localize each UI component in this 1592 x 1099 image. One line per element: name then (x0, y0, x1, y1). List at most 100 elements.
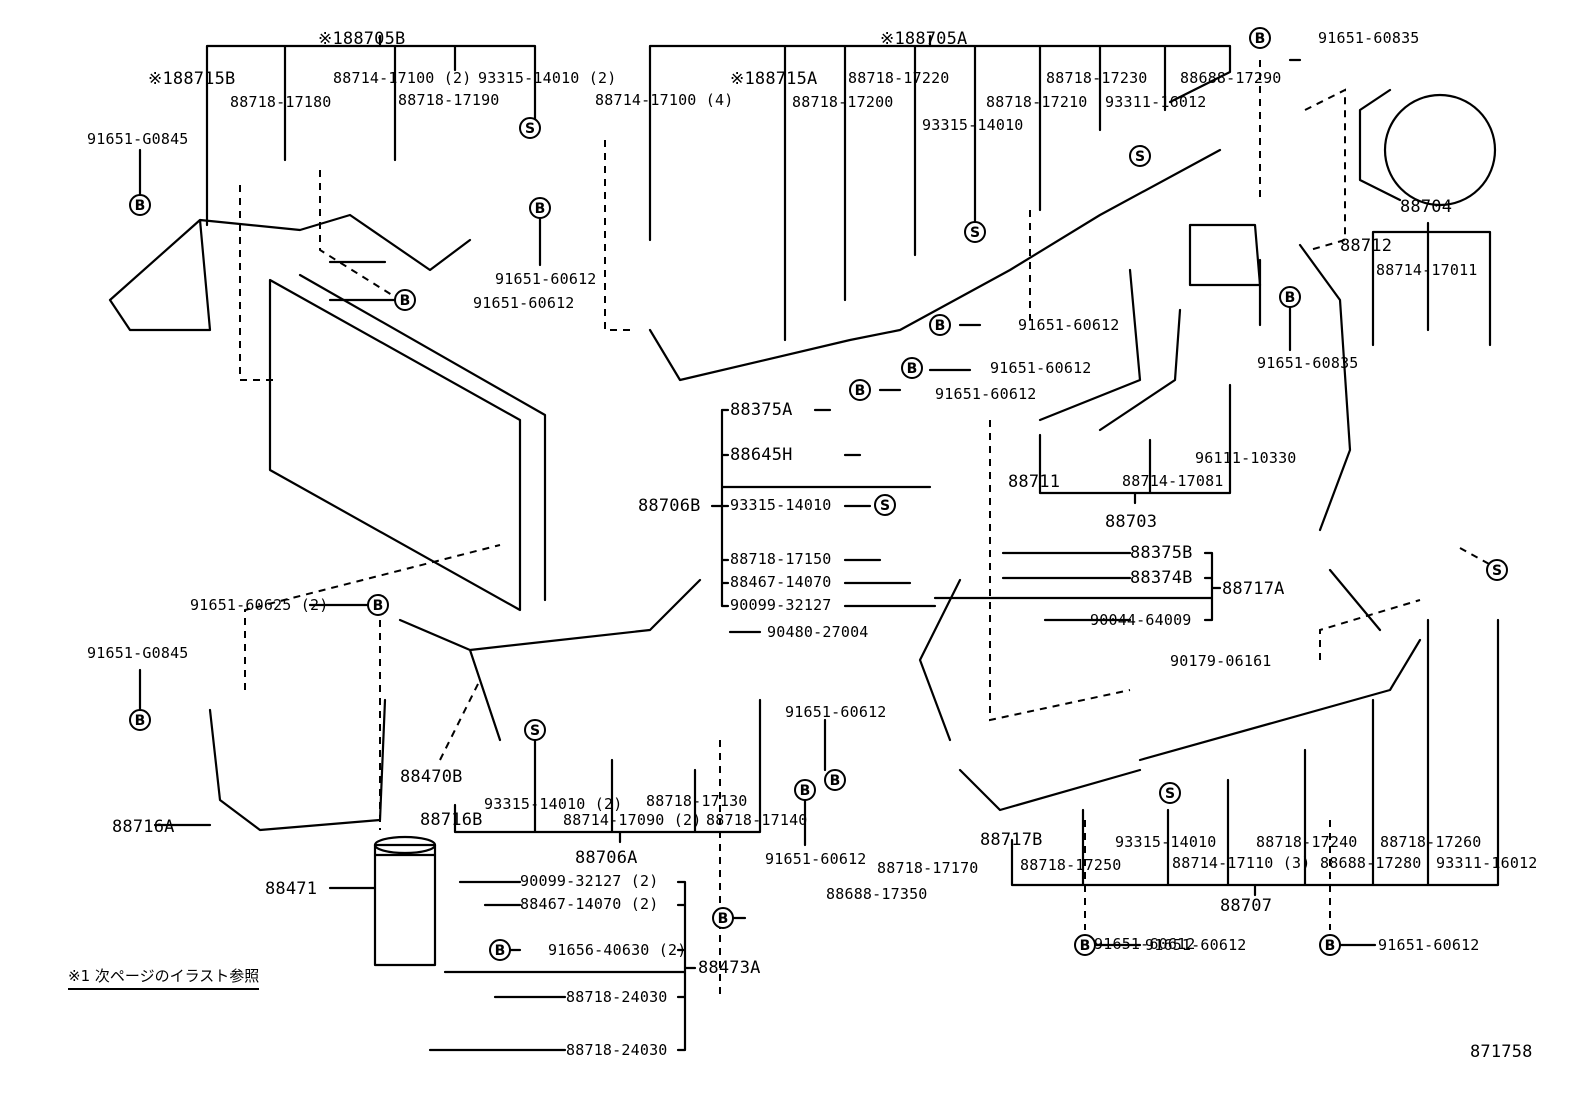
svg-text:S: S (530, 723, 540, 739)
hose-88714-17081 (1098, 308, 1182, 432)
bracket-188705B (205, 34, 537, 227)
bolt-callout (794, 779, 816, 801)
bracket-88717A (933, 551, 1222, 622)
reference-note: ※1 次ページのイラスト参照 (68, 965, 260, 990)
assembly-88706B: 88706B (638, 496, 701, 516)
part-label: 93315-14010 (2) (478, 69, 617, 87)
bolt-callout (129, 194, 151, 216)
assembly-88473A: 88473A (698, 958, 761, 978)
assembly-188705B: ※188705B (318, 29, 406, 49)
part-label: 88718-17250 (1020, 856, 1122, 874)
part-label: 88718-17130 (646, 792, 748, 810)
condenser (268, 273, 547, 612)
assembly-188715A: ※188715A (730, 69, 818, 89)
svg-text:B: B (373, 598, 384, 614)
svg-text:S: S (1165, 786, 1175, 802)
accumulator (1188, 223, 1262, 287)
part-label: 91651-60625 (2) (190, 596, 329, 614)
svg-text:B: B (855, 383, 866, 399)
part-label: 88714-17100 (4) (595, 91, 734, 109)
bolt-callout (929, 314, 951, 336)
bolt-callout (1249, 27, 1271, 49)
bracket-88703 (1038, 383, 1232, 505)
part-label: 91651-60612 (1378, 936, 1480, 954)
pipe-88717B (918, 578, 1142, 812)
bolt-callout (1319, 934, 1341, 956)
screw-callout (519, 117, 541, 139)
compressor-88704 (1383, 93, 1497, 207)
part-label: 93315-14010 (922, 116, 1024, 134)
part-label: 88467-14070 (2) (520, 895, 659, 913)
bolt-callout (849, 379, 871, 401)
part-88375B: 88375B (1130, 543, 1193, 563)
part-label: 91651-60612 (473, 294, 575, 312)
part-label: 88718-17190 (398, 91, 500, 109)
part-label: 91651-60612 (935, 385, 1037, 403)
part-label: 91651-60835 (1257, 354, 1359, 372)
part-88470B: 88470B (400, 767, 463, 787)
screw-callout (1129, 145, 1151, 167)
bolt-callout (1074, 934, 1096, 956)
svg-text:B: B (718, 911, 729, 927)
part-label: 88718-17240 (1256, 833, 1358, 851)
part-label: 93311-16012 (1105, 93, 1207, 111)
part-label: 91651-G0845 (87, 130, 189, 148)
screw-callout (1159, 782, 1181, 804)
svg-text:B: B (907, 361, 918, 377)
part-label: 90044-64009 (1090, 611, 1192, 629)
svg-text:B: B (535, 201, 546, 217)
assembly-88717A: 88717A (1222, 579, 1285, 599)
part-label: 91651-G0845 (87, 644, 189, 662)
part-label: 88718-17210 (986, 93, 1088, 111)
bolt-callout (712, 907, 734, 929)
hose-88711 (1038, 268, 1142, 422)
bolt-callout (367, 594, 389, 616)
part-88374B: 88374B (1130, 568, 1193, 588)
svg-text:B: B (135, 713, 146, 729)
part-label: 88718-24030 (566, 988, 668, 1006)
svg-text:B: B (1255, 31, 1266, 47)
part-label: 88467-14070 (730, 573, 832, 591)
part-label: 88688-17280 (1320, 854, 1422, 872)
svg-text:B: B (1325, 938, 1336, 954)
svg-text:S: S (970, 225, 980, 241)
assembly-88717B: 88717B (980, 830, 1043, 850)
part-label: 88718-17220 (848, 69, 950, 87)
screw-callout (524, 719, 546, 741)
part-label: 90099-32127 (730, 596, 832, 614)
assembly-188705A: ※188705A (880, 29, 968, 49)
svg-text:S: S (1135, 149, 1145, 165)
part-label: 91651-60612 (990, 359, 1092, 377)
screw-callout (1486, 559, 1508, 581)
part-label: 91651-60612 (765, 850, 867, 868)
svg-text:B: B (400, 293, 411, 309)
part-label: 88718-17200 (792, 93, 894, 111)
part-88645H: 88645H (730, 445, 793, 465)
part-label: 93315-14010 (2) (484, 795, 623, 813)
svg-text:B: B (830, 773, 841, 789)
bracket-88704 (1371, 221, 1492, 347)
bracket-88706B (710, 408, 932, 608)
screw-callout (964, 221, 986, 243)
svg-text:S: S (525, 121, 535, 137)
part-88471: 88471 (265, 879, 318, 899)
svg-text:B: B (935, 318, 946, 334)
bolt-callout (1279, 286, 1301, 308)
pipe-88712 (1298, 243, 1352, 532)
part-label: 88688-17290 (1180, 69, 1282, 87)
assembly-88716A: 88716A (112, 817, 175, 837)
pipe-88716A (208, 698, 387, 832)
assembly-88707: 88707 (1220, 896, 1273, 916)
pipe-88706A (398, 578, 702, 742)
part-label: 88718-17140 (706, 811, 808, 829)
svg-text:B: B (135, 198, 146, 214)
bracket-188705A (648, 34, 1232, 342)
assembly-188715B: ※188715B (148, 69, 236, 89)
svg-text:B: B (800, 783, 811, 799)
svg-text:S: S (1492, 563, 1502, 579)
assembly-88704: 88704 (1400, 197, 1453, 217)
figure-number: 871758 (1470, 1042, 1533, 1062)
assembly-88712: 88712 (1340, 236, 1393, 256)
